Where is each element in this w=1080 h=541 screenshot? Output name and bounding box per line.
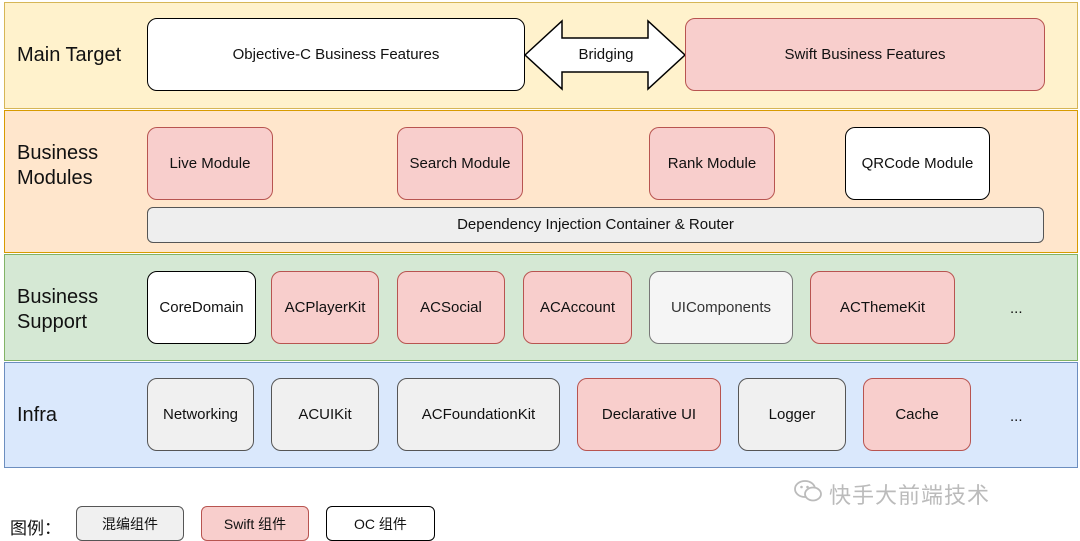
legend-oc: OC 组件: [326, 506, 435, 541]
uicomponents-component: UIComponents: [649, 271, 793, 344]
acsocial-component: ACSocial: [397, 271, 505, 344]
acthemekit-component: ACThemeKit: [810, 271, 955, 344]
watermark-text: 快手大前端技术: [829, 483, 991, 508]
cache-component: Cache: [863, 378, 971, 451]
logger-component: Logger: [738, 378, 846, 451]
business-modules-label: Business Modules: [17, 141, 98, 191]
swift-business-features: Swift Business Features: [685, 18, 1045, 91]
business-modules-label-line1: Business: [17, 142, 99, 164]
wechat-icon: [793, 478, 823, 510]
acaccount-component: ACAccount: [523, 271, 632, 344]
search-module: Search Module: [397, 127, 523, 200]
infra-label: Infra: [17, 404, 58, 426]
acplayerkit-component: ACPlayerKit: [271, 271, 379, 344]
coredomain-component: CoreDomain: [147, 271, 256, 344]
infra-more: ...: [1010, 408, 1023, 425]
business-support-label-line1: Business: [17, 286, 99, 308]
qrcode-module: QRCode Module: [845, 127, 990, 200]
main-target-label: Main Target: [17, 44, 122, 66]
objc-business-features: Objective-C Business Features: [147, 18, 525, 91]
declarative-ui-component: Declarative UI: [577, 378, 721, 451]
bridging-label: Bridging: [578, 46, 634, 63]
business-support-label: Business Support: [17, 285, 98, 335]
business-support-label-line2: Support: [17, 311, 88, 333]
business-modules-label-line2: Modules: [17, 167, 93, 189]
legend-mixed: 混编组件: [76, 506, 184, 541]
acfoundationkit-component: ACFoundationKit: [397, 378, 560, 451]
legend-swift: Swift 组件: [201, 506, 309, 541]
rank-module: Rank Module: [649, 127, 775, 200]
legend-title: 图例：: [10, 519, 61, 538]
networking-component: Networking: [147, 378, 254, 451]
di-container-router: Dependency Injection Container & Router: [147, 207, 1044, 243]
acuikit-component: ACUIKit: [271, 378, 379, 451]
business-support-more: ...: [1010, 300, 1023, 317]
live-module: Live Module: [147, 127, 273, 200]
watermark: 快手大前端技术: [793, 478, 990, 510]
